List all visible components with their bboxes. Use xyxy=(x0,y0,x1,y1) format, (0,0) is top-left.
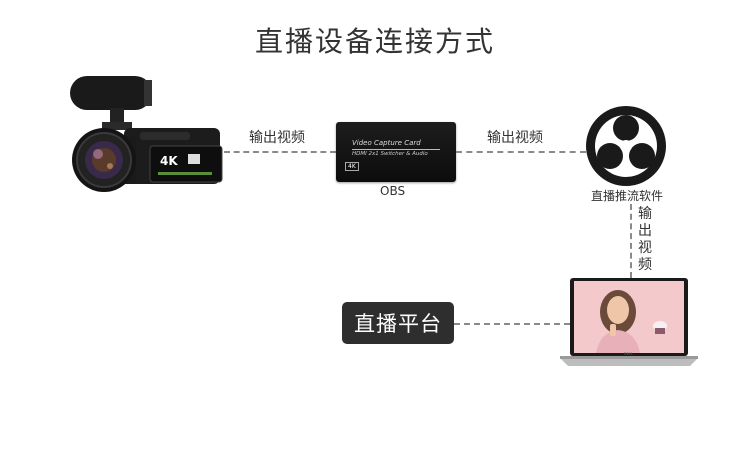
connector-software-to-laptop xyxy=(630,204,632,278)
label-camera-to-card: 输出视频 xyxy=(249,130,305,146)
laptop-brand: DELL xyxy=(624,352,633,356)
label-card-to-software: 输出视频 xyxy=(487,130,543,146)
camera-icon: 4K xyxy=(70,76,223,192)
connector-camera-to-card xyxy=(224,151,336,153)
connector-platform-to-laptop xyxy=(454,323,570,325)
camera-4k-badge: 4K xyxy=(160,154,178,168)
capture-card-4k-badge: 4K xyxy=(345,162,359,171)
capture-card-title: Video Capture Card xyxy=(352,139,421,147)
obs-logo-icon xyxy=(586,106,666,186)
capture-card-subtitle: HDMI 2x1 Switcher & Audio xyxy=(352,151,428,157)
laptop-icon: DELL xyxy=(560,278,698,366)
platform-badge: 直播平台 xyxy=(342,302,454,344)
software-caption: 直播推流软件 xyxy=(591,189,664,203)
capture-card-caption: OBS xyxy=(380,184,406,198)
capture-card-divider xyxy=(352,149,440,150)
capture-card-device: Video Capture Card HDMI 2x1 Switcher & A… xyxy=(336,122,456,182)
diagram-title: 直播设备连接方式 xyxy=(254,25,495,58)
connector-card-to-software xyxy=(456,151,586,153)
label-software-to-laptop: 输出视频 xyxy=(638,206,652,273)
